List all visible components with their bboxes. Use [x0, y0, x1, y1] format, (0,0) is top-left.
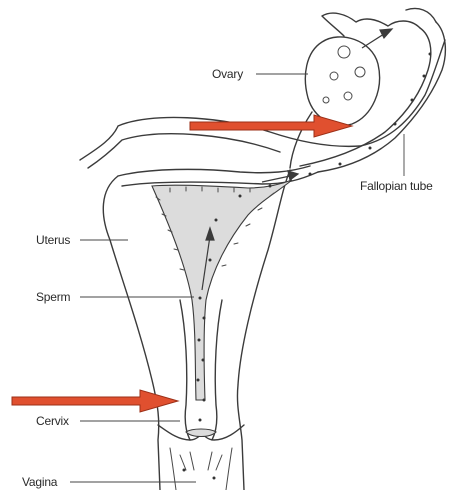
- ovary-follicle: [323, 97, 329, 103]
- label-ovary: Ovary: [212, 67, 243, 81]
- ovary-follicle: [338, 46, 350, 58]
- cervical-canal-right: [212, 300, 222, 440]
- ovary-follicle: [330, 72, 338, 80]
- vagina-wall-right: [226, 448, 232, 490]
- ovary-follicle: [355, 67, 365, 77]
- broad-ligament-inner: [88, 134, 280, 168]
- label-fallopian-tube: Fallopian tube: [360, 179, 433, 193]
- uterine-cavity: [152, 180, 292, 400]
- label-uterus: Uterus: [36, 233, 70, 247]
- label-sperm: Sperm: [36, 290, 71, 304]
- sperm-cells: [183, 53, 432, 480]
- label-cervix: Cervix: [36, 414, 69, 428]
- highlight-arrow-cervix: [12, 390, 178, 412]
- fimbriae: [322, 9, 436, 37]
- fallopian-tube-lower: [318, 22, 445, 172]
- vagina-rugae: [180, 452, 222, 470]
- ovary-follicle: [344, 92, 352, 100]
- label-vagina: Vagina: [22, 475, 58, 489]
- ovary-outline: [305, 37, 379, 126]
- vagina-wall-left: [170, 448, 176, 490]
- cervical-canal-left: [180, 300, 190, 440]
- uterus-fundus: [118, 166, 310, 176]
- cervical-os: [186, 429, 216, 437]
- highlight-arrow-ovary: [190, 115, 352, 137]
